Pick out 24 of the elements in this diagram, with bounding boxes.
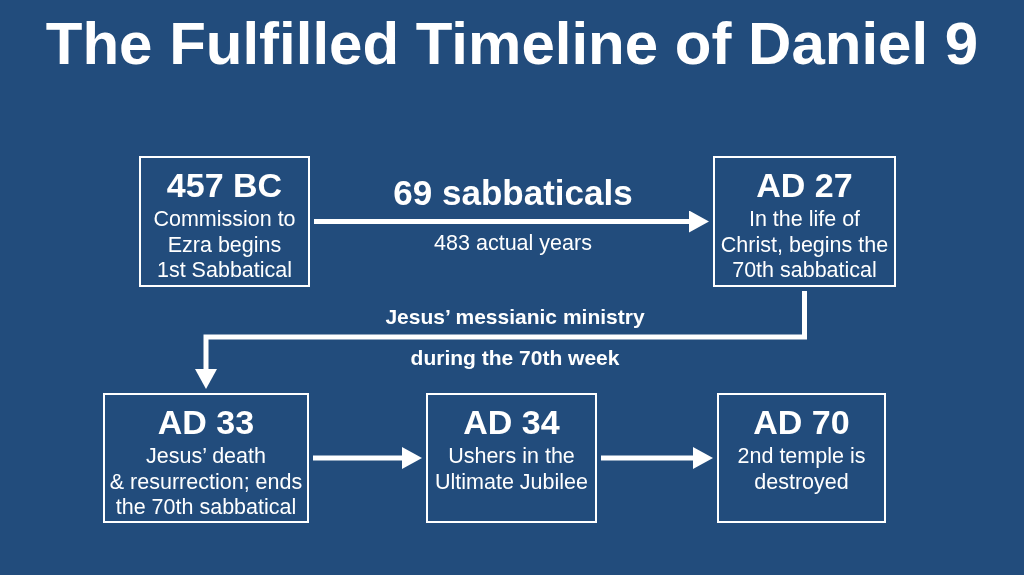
year-heading: AD 33 xyxy=(157,402,255,442)
event-description: 2nd temple is destroyed xyxy=(737,444,866,495)
event-box xyxy=(717,393,886,523)
arrow xyxy=(313,447,422,469)
event-description: In the life of Christ, begins the 70th sabbatical xyxy=(720,207,889,284)
arrow xyxy=(314,210,709,233)
event-box xyxy=(426,393,597,523)
arrow-caption: during the 70th week xyxy=(410,345,620,370)
year-heading: AD 34 xyxy=(463,402,560,442)
event-description: Commission to Ezra begins 1st Sabbatical xyxy=(153,207,296,284)
event-box xyxy=(103,393,309,523)
edge-label: Jesus’ messianic ministry xyxy=(385,304,645,330)
year-heading: AD 70 xyxy=(753,402,850,442)
year-heading: AD 27 xyxy=(756,165,853,205)
event-box xyxy=(713,156,896,287)
arrow-caption: 483 actual years xyxy=(434,230,592,256)
event-box xyxy=(139,156,310,287)
title: The Fulfilled Timeline of Daniel 9 xyxy=(45,9,979,79)
arrow xyxy=(195,291,807,389)
arrow xyxy=(601,447,713,469)
event-description: Jesus’ death & resurrection; ends the 70th sabbatical xyxy=(109,444,303,521)
event-description: Ushers in the Ultimate Jubilee xyxy=(435,444,588,495)
year-heading: 457 BC xyxy=(166,165,283,205)
edge-label: 69 sabbaticals xyxy=(393,172,633,214)
